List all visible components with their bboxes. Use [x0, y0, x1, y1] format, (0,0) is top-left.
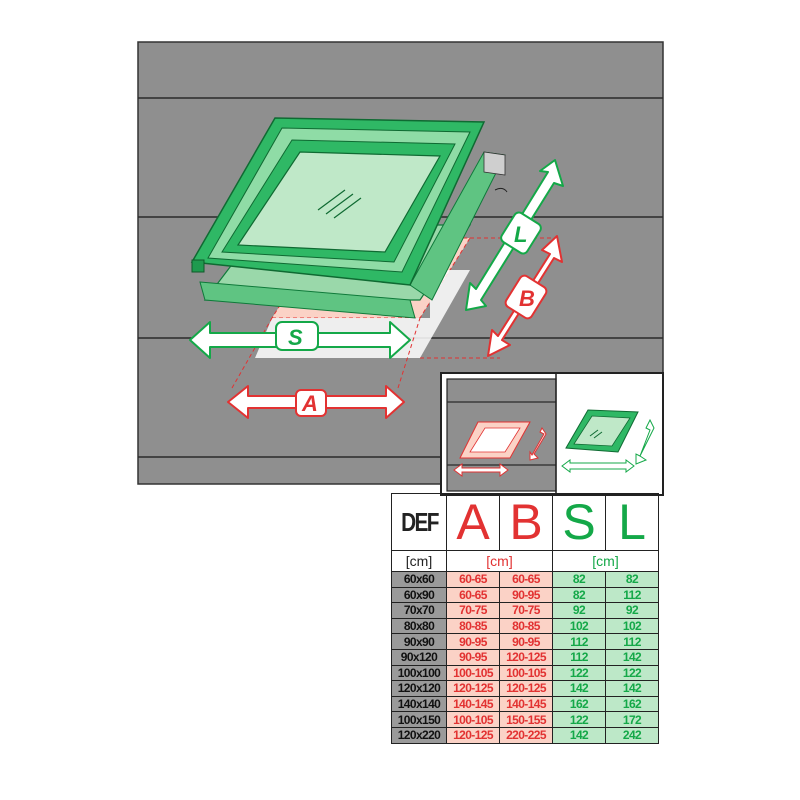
- cell-a: 90-95: [446, 648, 500, 666]
- cell-a: 60-65: [446, 571, 500, 588]
- header-l: L: [605, 493, 659, 551]
- cell-l: 242: [605, 726, 659, 744]
- cell-l: 112: [605, 586, 659, 604]
- cell-l: 92: [605, 602, 659, 619]
- cell-def: 60x60: [391, 571, 447, 588]
- cell-l: 112: [605, 633, 659, 650]
- cell-b: 70-75: [499, 602, 553, 619]
- dimension-l: L: [465, 159, 564, 311]
- cell-a: 140-145: [446, 695, 500, 713]
- cell-b: 220-225: [499, 726, 553, 744]
- cell-l: 142: [605, 648, 659, 666]
- cell-a: 100-105: [446, 711, 500, 728]
- label-a: A: [301, 391, 318, 416]
- cell-b: 120-125: [499, 680, 553, 697]
- cell-s: 122: [552, 711, 606, 728]
- cell-s: 102: [552, 617, 606, 635]
- cell-b: 120-125: [499, 648, 553, 666]
- table-header-row: DEF A B S L: [392, 493, 659, 551]
- label-b: B: [519, 286, 535, 311]
- cell-l: 122: [605, 664, 659, 682]
- unit-def: [cm]: [391, 550, 447, 572]
- cell-l: 162: [605, 695, 659, 713]
- header-a: A: [446, 493, 500, 551]
- cell-a: 120-125: [446, 680, 500, 697]
- cell-def: 70x70: [391, 602, 447, 619]
- header-s: S: [552, 493, 606, 551]
- label-l: L: [514, 222, 527, 247]
- cell-s: 162: [552, 695, 606, 713]
- cell-b: 80-85: [499, 617, 553, 635]
- cell-s: 142: [552, 680, 606, 697]
- cell-b: 140-145: [499, 695, 553, 713]
- cell-s: 82: [552, 586, 606, 604]
- cell-s: 112: [552, 633, 606, 650]
- cell-a: 100-105: [446, 664, 500, 682]
- cell-s: 122: [552, 664, 606, 682]
- cell-a: 120-125: [446, 726, 500, 744]
- header-def: DEF: [396, 493, 442, 551]
- cell-def: 80x80: [391, 617, 447, 635]
- dimension-s: S: [189, 321, 411, 359]
- cell-l: 82: [605, 571, 659, 588]
- cell-def: 120x220: [391, 726, 447, 744]
- cell-l: 102: [605, 617, 659, 635]
- table-unit-row: [cm] [cm] [cm]: [391, 550, 659, 572]
- dimension-a: A: [227, 385, 405, 419]
- cell-s: 82: [552, 571, 606, 588]
- cell-l: 172: [605, 711, 659, 728]
- cell-b: 90-95: [499, 586, 553, 604]
- cell-b: 150-155: [499, 711, 553, 728]
- cell-b: 60-65: [499, 571, 553, 588]
- legend-inset: [440, 372, 664, 496]
- cell-a: 60-65: [446, 586, 500, 604]
- cell-def: 90x120: [391, 648, 447, 666]
- cell-s: 92: [552, 602, 606, 619]
- cell-def: 90x90: [391, 633, 447, 650]
- unit-ab: [cm]: [446, 550, 553, 572]
- dimension-b: B: [487, 235, 563, 357]
- cell-s: 112: [552, 648, 606, 666]
- cell-def: 120x120: [391, 680, 447, 697]
- label-s: S: [288, 325, 303, 350]
- header-b: B: [499, 493, 553, 551]
- cell-s: 142: [552, 726, 606, 744]
- cell-def: 100x100: [391, 664, 447, 682]
- cell-l: 142: [605, 680, 659, 697]
- cell-a: 70-75: [446, 602, 500, 619]
- cell-def: 60x90: [391, 586, 447, 604]
- cell-def: 100x150: [391, 711, 447, 728]
- cell-b: 90-95: [499, 633, 553, 650]
- skylight-window: [190, 117, 508, 319]
- cell-b: 100-105: [499, 664, 553, 682]
- unit-sl: [cm]: [552, 550, 659, 572]
- cell-a: 90-95: [446, 633, 500, 650]
- cell-def: 140x140: [391, 695, 447, 713]
- cell-a: 80-85: [446, 617, 500, 635]
